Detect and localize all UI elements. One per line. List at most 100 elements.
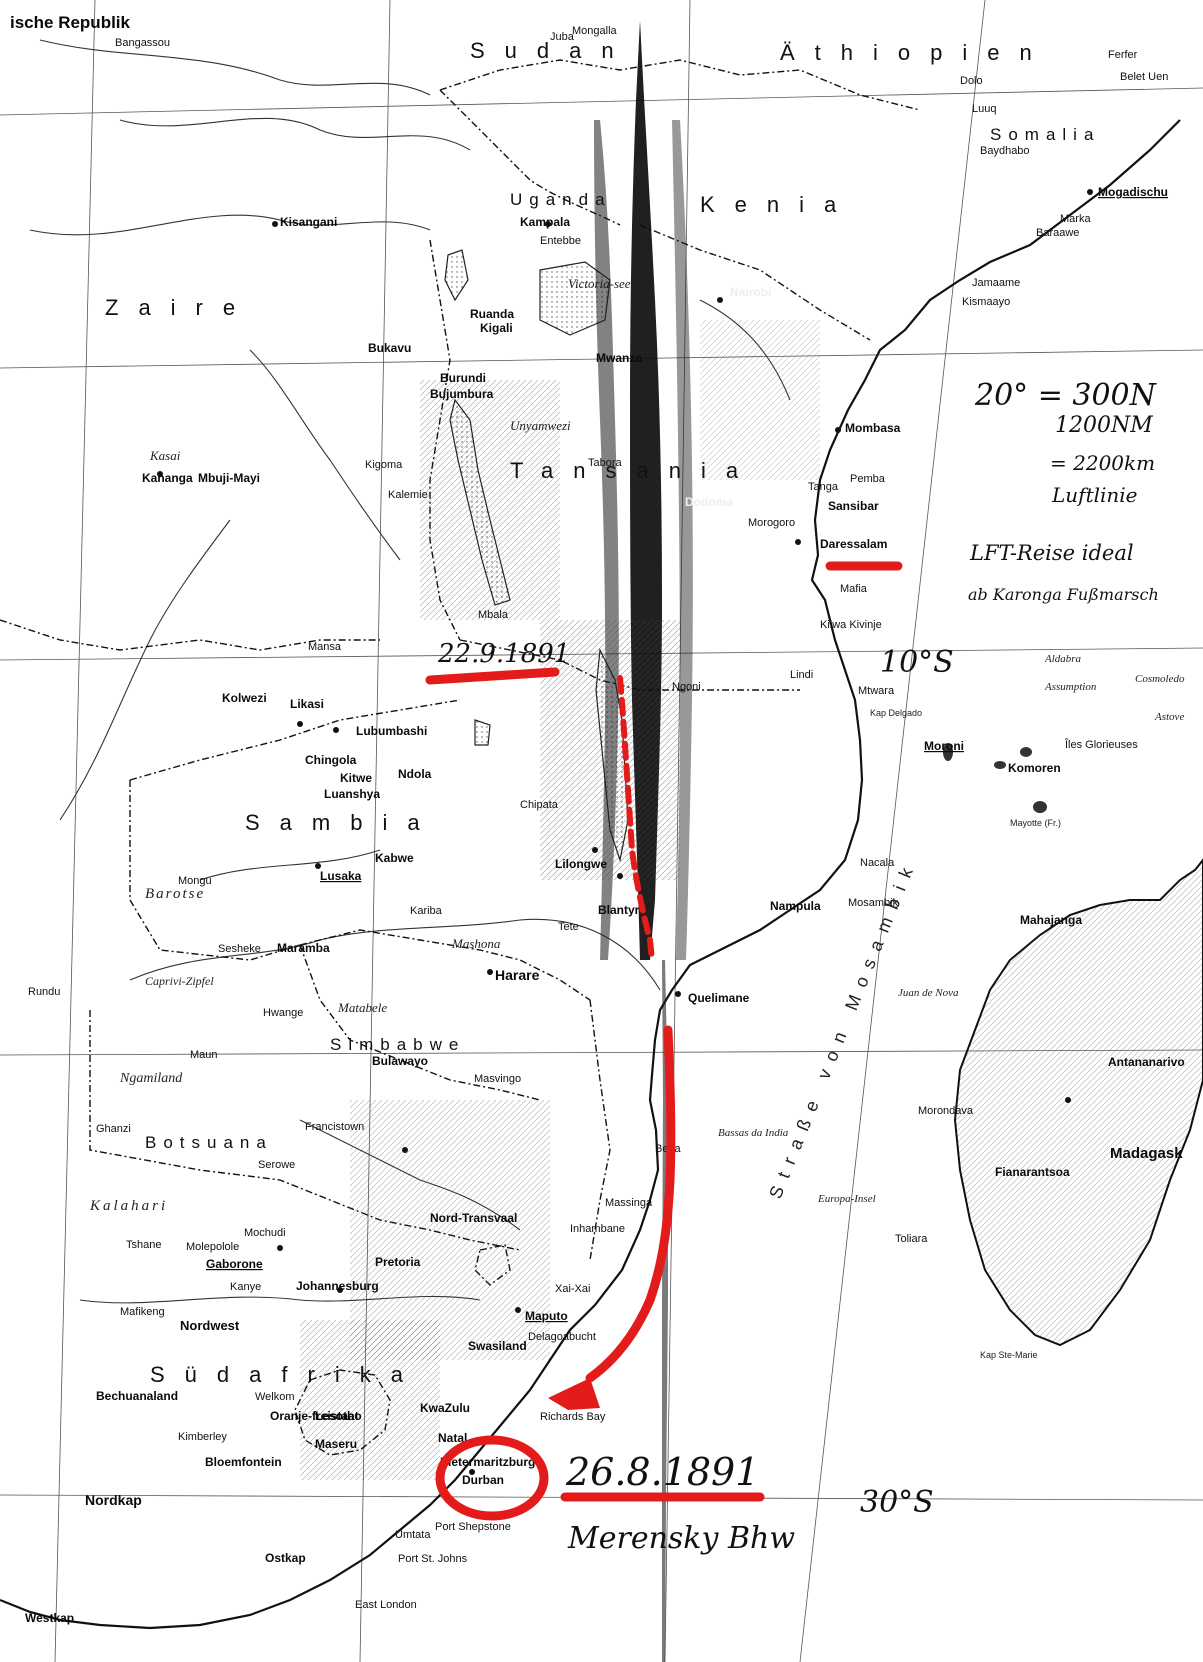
place-morogoro: Morogoro (748, 517, 795, 529)
place-durban: Durban (462, 1473, 504, 1487)
place-pietermaritzburg: Pietermaritzburg (440, 1455, 535, 1469)
note-latitude-30s: 30°S (860, 1485, 934, 1520)
country-botsuana: Botsuana (145, 1133, 273, 1152)
route-arrowhead (548, 1378, 600, 1410)
place-maramba: Maramba (277, 941, 330, 955)
place-entebbe: Entebbe (540, 235, 581, 247)
place-tshane: Tshane (126, 1239, 161, 1251)
place-luanshya: Luanshya (324, 787, 380, 801)
place-toliara: Toliara (895, 1233, 928, 1245)
comoros-islands (943, 743, 1047, 813)
place-mayotte: Mayotte (Fr.) (1010, 818, 1061, 828)
country-sudafrika: Südafrika (150, 1362, 423, 1387)
country-burundi: Burundi (440, 371, 486, 385)
country-sudan: Sudan (470, 38, 634, 63)
place-luuq: Luuq (972, 103, 996, 115)
place-kilwa: Kilwa Kivinje (820, 619, 882, 631)
place-kolwezi: Kolwezi (222, 691, 267, 705)
note-name: Merensky Bhw (567, 1521, 795, 1556)
region-barotse: Barotse (145, 886, 205, 902)
region-ostkap: Ostkap (265, 1551, 306, 1565)
place-marka: Marka (1060, 213, 1091, 225)
place-ferfer: Ferfer (1108, 49, 1138, 61)
place-delagoabucht: Delagoabucht (528, 1331, 596, 1343)
note-scale-line4: Luftlinie (1051, 483, 1138, 507)
region-kwazulu: KwaZulu (420, 1401, 470, 1415)
place-francistown: Francistown (305, 1121, 364, 1133)
place-kanye: Kanye (230, 1281, 261, 1293)
place-mahajanga: Mahajanga (1020, 913, 1082, 927)
place-mbala: Mbala (478, 609, 509, 621)
place-mombasa: Mombasa (845, 421, 901, 435)
place-kalemie: Kalemie (388, 489, 428, 501)
region-caprivi: Caprivi-Zipfel (145, 974, 214, 988)
region-ngamiland: Ngamiland (119, 1071, 183, 1086)
place-assumption: Assumption (1044, 681, 1097, 693)
place-chingola: Chingola (305, 753, 357, 767)
country-tansania: Tansania (510, 458, 758, 483)
place-morondava: Morondava (918, 1105, 974, 1117)
place-kigali: Kigali (480, 321, 513, 335)
region-unyamwezi: Unyamwezi (510, 418, 571, 433)
region-nordwest: Nordwest (180, 1318, 240, 1333)
place-jamaame: Jamaame (972, 277, 1020, 289)
place-maputo: Maputo (525, 1309, 568, 1323)
place-moroni: Moroni (924, 739, 964, 753)
place-mogadischu: Mogadischu (1098, 185, 1168, 199)
terrain-shading (300, 320, 820, 1480)
place-bassasdaindia: Bassas da India (718, 1127, 789, 1139)
place-nairobi: Nairobi (730, 285, 771, 299)
place-labels: Bangassou Juba Mongalla Dolo Ferfer Bele… (28, 25, 1185, 1611)
note-latitude-10s: 10°S (880, 645, 954, 680)
country-komoren: Komoren (1008, 761, 1061, 775)
place-johannesburg: Johannesburg (296, 1279, 379, 1293)
note-scale-line3: = 2200km (1050, 451, 1155, 475)
region-bechuanaland: Bechuanaland (96, 1389, 178, 1403)
country-zaire: Zaire (105, 295, 255, 320)
country-simbabwe: Simbabwe (330, 1035, 465, 1054)
place-maun: Maun (190, 1049, 218, 1061)
place-kismaayo: Kismaayo (962, 296, 1010, 308)
place-mtwara: Mtwara (858, 685, 895, 697)
region-oranje: Oranje-freistaat (270, 1409, 359, 1423)
country-sambia: Sambia (245, 810, 440, 835)
place-bukavu: Bukavu (368, 341, 411, 355)
note-date-south: 26.8.1891 (565, 1450, 759, 1494)
route-annotations (425, 561, 903, 1521)
place-juandenova: Juan de Nova (898, 987, 959, 999)
region-transvaal: Nord-Transvaal (430, 1211, 517, 1225)
handwritten-notes: 20° = 300N 1200NM = 2200km Luftlinie LFT… (437, 378, 1159, 1556)
place-sesheke: Sesheke (218, 943, 261, 955)
place-pretoria: Pretoria (375, 1255, 421, 1269)
place-kananga: Kananga (142, 471, 193, 485)
place-bulawayo: Bulawayo (372, 1054, 428, 1068)
place-kariba: Kariba (410, 905, 443, 917)
place-eastlondon: East London (355, 1599, 417, 1611)
route-coastal-south (585, 1025, 676, 1383)
place-harare: Harare (495, 967, 540, 983)
place-tabora: Tabora (588, 457, 623, 469)
place-mongu: Mongu (178, 875, 212, 887)
region-kalahari: Kalahari (89, 1198, 168, 1214)
place-umtata: Umtata (395, 1529, 431, 1541)
place-maseru: Maseru (315, 1437, 357, 1451)
place-astove: Astove (1154, 711, 1184, 723)
route-dashed-lake-nyasa (617, 675, 655, 963)
place-lilongwe: Lilongwe (555, 857, 607, 871)
place-masvingo: Masvingo (474, 1073, 521, 1085)
rivers (29, 39, 791, 1304)
region-ngoni: Ngoni (672, 681, 701, 693)
date-underline-north (425, 667, 560, 685)
place-tete: Tete (558, 921, 579, 933)
place-richardsbay: Richards Bay (540, 1411, 606, 1423)
region-westkap: Westkap (25, 1611, 74, 1625)
place-aldabra: Aldabra (1044, 653, 1082, 665)
place-tanga: Tanga (808, 481, 839, 493)
place-quelimane: Quelimane (688, 991, 750, 1005)
region-natal: Natal (438, 1431, 467, 1445)
country-uganda: Uganda (510, 190, 612, 209)
madagascar-island (953, 858, 1203, 1347)
place-ilesglorieuses: Îles Glorieuses (1064, 738, 1138, 751)
